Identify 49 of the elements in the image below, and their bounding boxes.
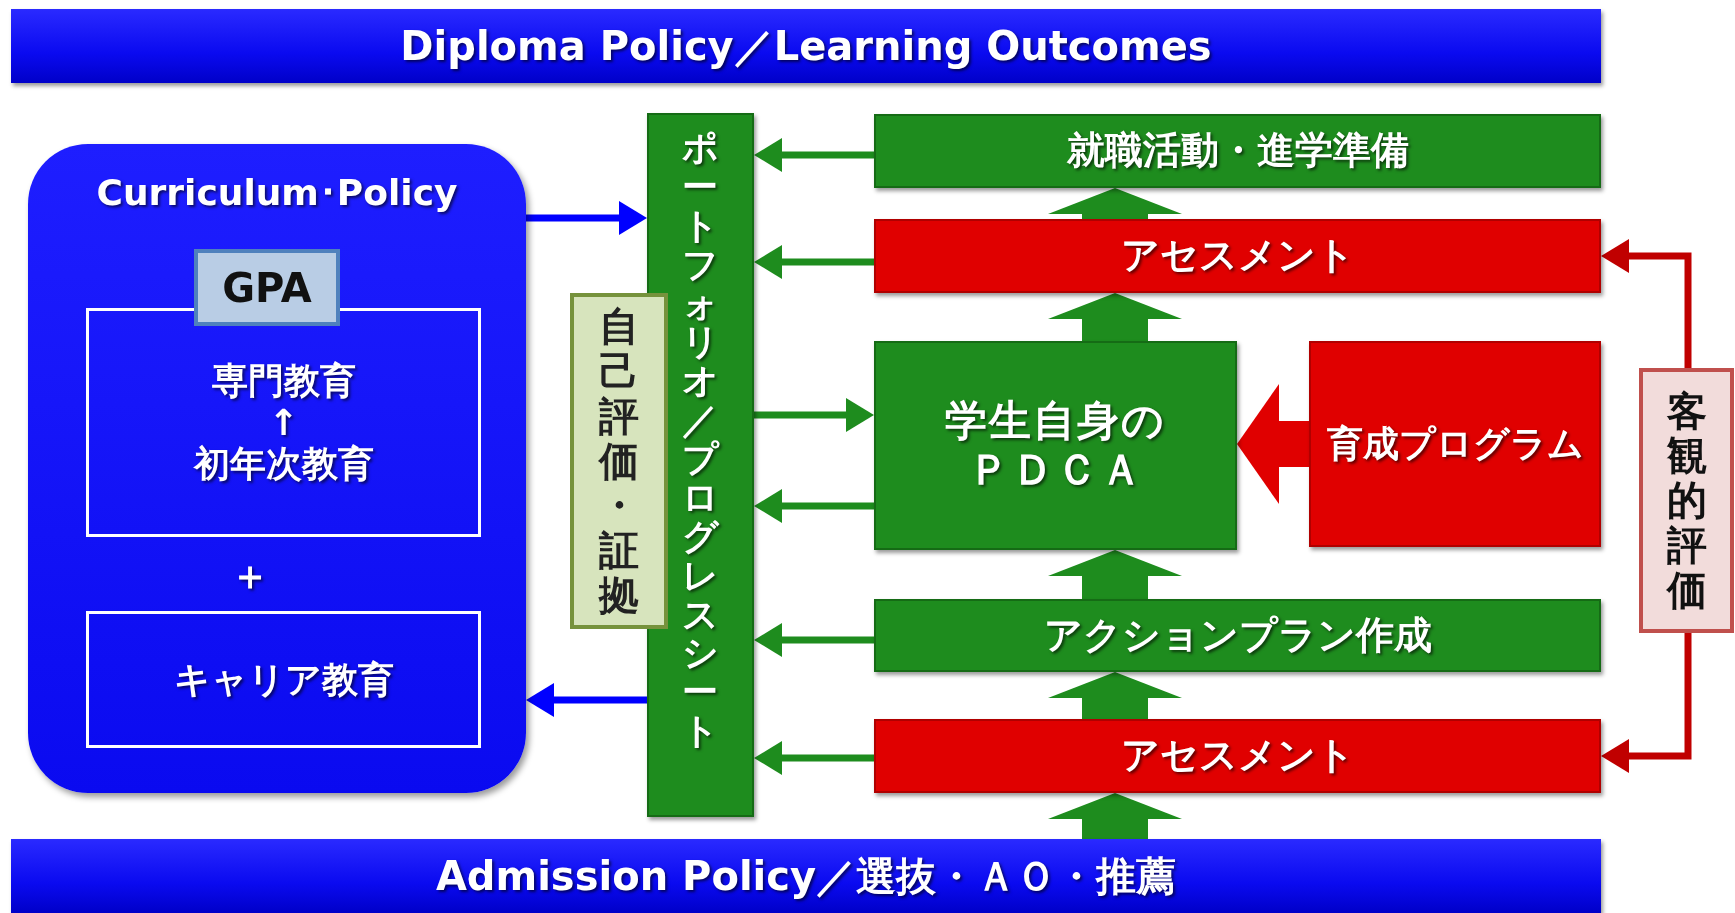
arrow: [754, 138, 874, 172]
evidence-box: [570, 293, 668, 629]
box-label: Diploma Policy／Learning Outcomes: [400, 23, 1212, 69]
box-label: 学生自身のＰＤＣＡ: [944, 397, 1167, 494]
box-label: Curriculum･Policy: [96, 172, 458, 214]
process-box: [874, 599, 1601, 672]
box-label: GPA: [222, 264, 312, 311]
portfolio-bar: [647, 113, 754, 817]
box-label: ポートフォリオ／プログレスシート: [681, 129, 720, 751]
plus-sign: ＋: [230, 550, 270, 600]
evaluation-box: [1639, 368, 1734, 633]
process-box: [874, 341, 1237, 550]
arrow: [526, 683, 647, 717]
box-label: 育成プログラム: [1326, 423, 1584, 465]
box-label: ↑: [268, 401, 299, 444]
policy-banner: [11, 9, 1601, 83]
block-arrow: [1048, 672, 1182, 719]
arrow: [754, 398, 874, 432]
block-arrow: [1048, 293, 1182, 341]
box-label: 自己評価・証拠: [598, 304, 640, 618]
course-box: [86, 308, 481, 537]
assessment-box: [874, 219, 1601, 293]
process-box: [874, 114, 1601, 188]
arrow: [1601, 239, 1692, 368]
arrow: [754, 489, 874, 523]
arrow: [754, 245, 874, 279]
block-arrow: [1048, 550, 1182, 599]
policy-panel: [28, 144, 526, 793]
block-arrow: [1048, 188, 1182, 219]
box-label: アセスメント: [1120, 234, 1355, 278]
box-label: Admission Policy／選抜・ＡＯ・推薦: [435, 853, 1177, 899]
box-label: キャリア教育: [173, 658, 394, 701]
arrow: [526, 201, 647, 235]
course-box: [86, 611, 481, 748]
box-label: アクションプラン作成: [1043, 613, 1432, 658]
block-arrow: [1048, 793, 1182, 839]
assessment-box: [874, 719, 1601, 793]
box-label: 就職活動・進学準備: [1066, 129, 1409, 173]
policy-banner: [11, 839, 1601, 913]
arrow: [1601, 633, 1692, 773]
box-label: アセスメント: [1120, 734, 1355, 778]
box-label: 客観的評価: [1665, 388, 1708, 613]
box-label: 専門教育: [211, 360, 356, 402]
block-arrow: [1237, 384, 1309, 504]
gpa-box: [194, 249, 340, 326]
assessment-box: [1309, 341, 1601, 547]
arrow: [754, 623, 874, 657]
box-label: 初年次教育: [193, 443, 374, 485]
arrow: [754, 741, 874, 775]
